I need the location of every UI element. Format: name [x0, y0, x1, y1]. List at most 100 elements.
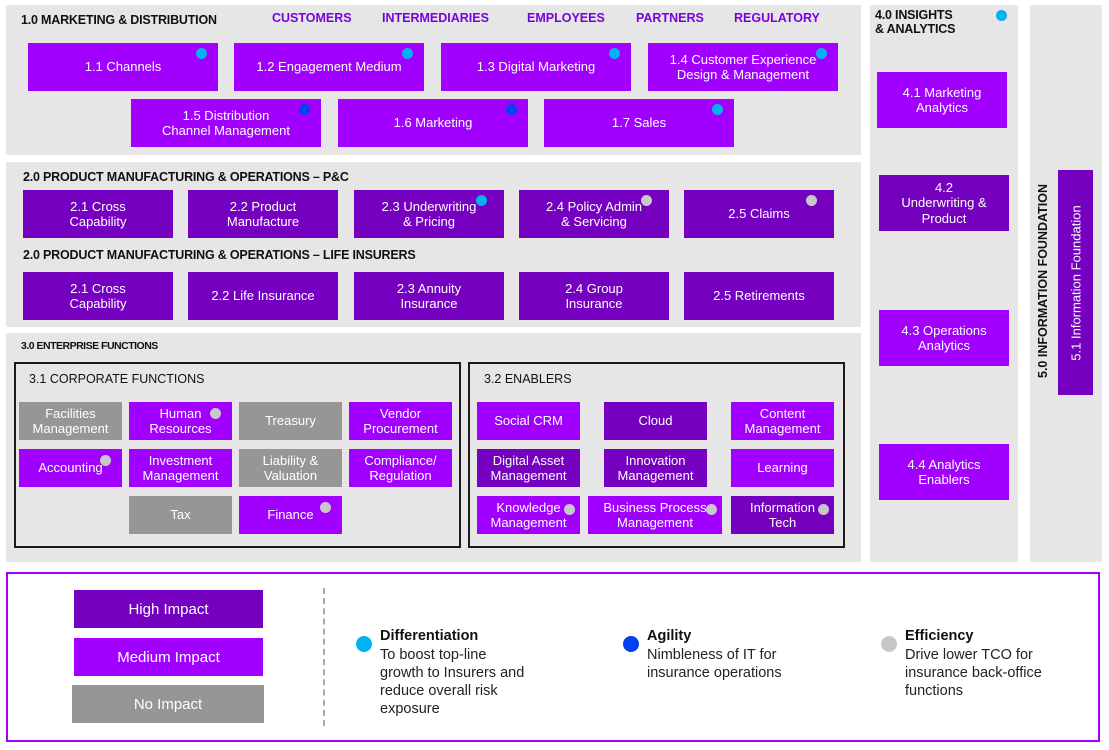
capability-label: Treasury — [265, 413, 316, 429]
capability-label: Tax — [170, 507, 191, 523]
section-3-title: 3.0 ENTERPRISE FUNCTIONS — [21, 340, 158, 352]
section-5-title: 5.0 INFORMATION FOUNDATION — [1036, 184, 1050, 378]
capability-box-2-4-group-insurance[interactable]: 2.4 Group Insurance — [519, 272, 669, 320]
capability-box-investment-management[interactable]: Investment Management — [129, 449, 232, 487]
capability-box-business-process-management[interactable]: Business Process Management — [588, 496, 722, 534]
capability-label: Digital Asset Management — [490, 452, 567, 484]
agility-dot-icon — [299, 104, 310, 115]
capability-box-facilities-management[interactable]: Facilities Management — [19, 402, 122, 440]
capability-box-2-2-life-insurance[interactable]: 2.2 Life Insurance — [188, 272, 338, 320]
differentiation-dot-icon — [996, 10, 1007, 21]
capability-box-liability-valuation[interactable]: Liability & Valuation — [239, 449, 342, 487]
capability-box-1-2-engagement-medium[interactable]: 1.2 Engagement Medium — [234, 43, 424, 91]
efficiency-dot-icon — [881, 636, 897, 652]
capability-box-tax[interactable]: Tax — [129, 496, 232, 534]
legend-driver-title-differentiation: Differentiation — [380, 628, 479, 644]
capability-box-2-5-retirements[interactable]: 2.5 Retirements — [684, 272, 834, 320]
differentiation-dot-icon — [402, 48, 413, 59]
capability-label: 4.4 Analytics Enablers — [907, 456, 981, 488]
efficiency-dot-icon — [818, 504, 829, 515]
differentiation-dot-icon — [609, 48, 620, 59]
corporate-functions-title: 3.1 CORPORATE FUNCTIONS — [29, 372, 205, 386]
capability-label: 2.4 Group Insurance — [565, 280, 623, 312]
capability-label: 2.4 Policy Admin & Servicing — [545, 198, 643, 230]
differentiation-dot-icon — [712, 104, 723, 115]
capability-box-1-7-sales[interactable]: 1.7 Sales — [544, 99, 734, 147]
header-link-employees[interactable]: EMPLOYEES — [527, 11, 605, 25]
capability-label: 2.5 Retirements — [713, 288, 805, 304]
capability-box-compliance-regulation[interactable]: Compliance/ Regulation — [349, 449, 452, 487]
legend-driver-title-efficiency: Efficiency — [905, 628, 974, 644]
capability-label: Business Process Management — [603, 499, 707, 531]
capability-box-digital-asset-management[interactable]: Digital Asset Management — [477, 449, 580, 487]
differentiation-dot-icon — [476, 195, 487, 206]
capability-label: Compliance/ Regulation — [364, 452, 437, 484]
capability-box-vendor-procurement[interactable]: Vendor Procurement — [349, 402, 452, 440]
header-link-regulatory[interactable]: REGULATORY — [734, 11, 820, 25]
header-link-partners[interactable]: PARTNERS — [636, 11, 704, 25]
capability-label: 1.6 Marketing — [393, 115, 473, 131]
legend-divider — [323, 588, 325, 726]
capability-label: Knowledge Management — [490, 499, 567, 531]
enablers-frame — [468, 362, 845, 548]
capability-box-2-4-policy-admin-servicing[interactable]: 2.4 Policy Admin & Servicing — [519, 190, 669, 238]
capability-box-innovation-management[interactable]: Innovation Management — [604, 449, 707, 487]
capability-label: 2.1 Cross Capability — [69, 280, 127, 312]
capability-box-2-2-product-manufacture[interactable]: 2.2 Product Manufacture — [188, 190, 338, 238]
section-2-life-title: 2.0 PRODUCT MANUFACTURING & OPERATIONS –… — [23, 248, 416, 262]
capability-box-cloud[interactable]: Cloud — [604, 402, 707, 440]
capability-label: Facilities Management — [32, 405, 109, 437]
capability-label: 2.5 Claims — [728, 206, 790, 222]
efficiency-dot-icon — [641, 195, 652, 206]
capability-box-2-3-annuity-insurance[interactable]: 2.3 Annuity Insurance — [354, 272, 504, 320]
efficiency-dot-icon — [564, 504, 575, 515]
capability-box-2-1-cross-capability[interactable]: 2.1 Cross Capability — [23, 272, 173, 320]
header-link-intermediaries[interactable]: INTERMEDIARIES — [382, 11, 489, 25]
capability-label: Liability & Valuation — [262, 452, 319, 484]
capability-label: 4.2 Underwriting & Product — [901, 179, 987, 226]
differentiation-dot-icon — [196, 48, 207, 59]
capability-box-1-5-distribution-channel-management[interactable]: 1.5 Distribution Channel Management — [131, 99, 321, 147]
agility-dot-icon — [623, 636, 639, 652]
enablers-title: 3.2 ENABLERS — [484, 372, 572, 386]
legend-driver-title-agility: Agility — [647, 628, 692, 644]
information-foundation-box[interactable]: 5.1 Information Foundation — [1058, 170, 1093, 395]
capability-box-1-4-customer-experience-design-management[interactable]: 1.4 Customer Experience Design & Managem… — [648, 43, 838, 91]
capability-label: 1.4 Customer Experience Design & Managem… — [669, 51, 817, 83]
capability-label: Cloud — [638, 413, 673, 429]
efficiency-dot-icon — [706, 504, 717, 515]
legend-no-impact-swatch: No Impact — [72, 685, 264, 723]
capability-label: 1.3 Digital Marketing — [476, 59, 596, 75]
capability-box-4-4-analytics-enablers[interactable]: 4.4 Analytics Enablers — [879, 444, 1009, 500]
capability-box-knowledge-management[interactable]: Knowledge Management — [477, 496, 580, 534]
capability-label: Content Management — [744, 405, 821, 437]
capability-box-treasury[interactable]: Treasury — [239, 402, 342, 440]
capability-box-2-3-underwriting-pricing[interactable]: 2.3 Underwriting & Pricing — [354, 190, 504, 238]
capability-label: 1.7 Sales — [611, 115, 667, 131]
differentiation-dot-icon — [356, 636, 372, 652]
capability-box-4-1-marketing-analytics[interactable]: 4.1 Marketing Analytics — [877, 72, 1007, 128]
capability-box-information-tech[interactable]: Information Tech — [731, 496, 834, 534]
capability-box-learning[interactable]: Learning — [731, 449, 834, 487]
capability-box-4-2-underwriting-product[interactable]: 4.2 Underwriting & Product — [879, 175, 1009, 231]
capability-label: 2.2 Life Insurance — [211, 288, 315, 304]
capability-box-2-1-cross-capability[interactable]: 2.1 Cross Capability — [23, 190, 173, 238]
agility-dot-icon — [506, 104, 517, 115]
capability-box-social-crm[interactable]: Social CRM — [477, 402, 580, 440]
header-link-customers[interactable]: CUSTOMERS — [272, 11, 352, 25]
capability-box-1-3-digital-marketing[interactable]: 1.3 Digital Marketing — [441, 43, 631, 91]
capability-label: Human Resources — [149, 405, 212, 437]
capability-label: Information Tech — [749, 499, 816, 531]
capability-label: Investment Management — [142, 452, 219, 484]
capability-box-4-3-operations-analytics[interactable]: 4.3 Operations Analytics — [879, 310, 1009, 366]
capability-box-content-management[interactable]: Content Management — [731, 402, 834, 440]
capability-label: Learning — [757, 460, 808, 476]
capability-label: 2.2 Product Manufacture — [226, 198, 300, 230]
capability-label: Innovation Management — [617, 452, 694, 484]
capability-box-1-1-channels[interactable]: 1.1 Channels — [28, 43, 218, 91]
capability-box-1-6-marketing[interactable]: 1.6 Marketing — [338, 99, 528, 147]
capability-label: 2.3 Underwriting & Pricing — [381, 198, 477, 230]
capability-label: 2.1 Cross Capability — [69, 198, 127, 230]
capability-label: 4.1 Marketing Analytics — [902, 84, 982, 116]
legend-impact-label: High Impact — [128, 600, 209, 618]
